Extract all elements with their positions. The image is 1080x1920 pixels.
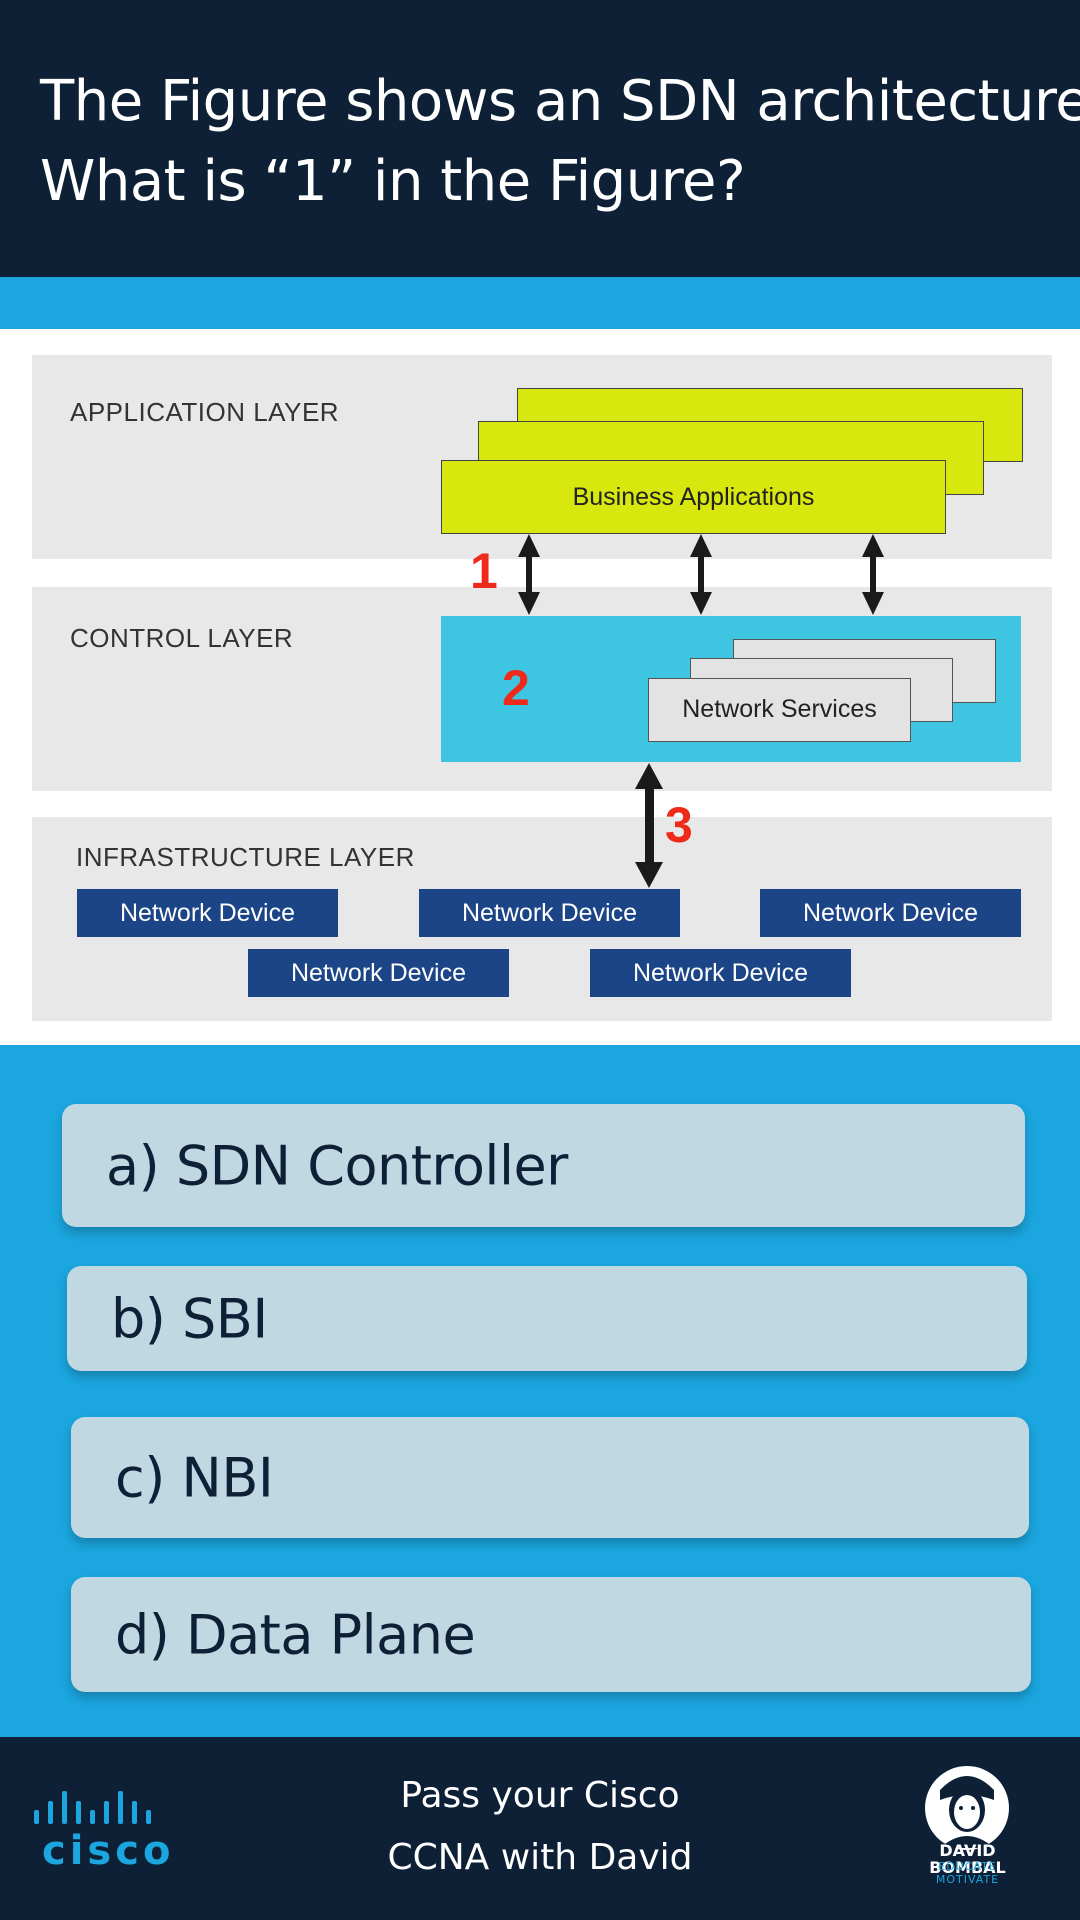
footer-tagline: Pass your Cisco CCNA with David: [340, 1765, 740, 1889]
question-line-2: What is “1” in the Figure?: [40, 149, 746, 214]
cisco-logo-icon: [34, 1791, 151, 1824]
answer-label: d) Data Plane: [115, 1603, 476, 1666]
sdn-diagram: APPLICATION LAYER Business Applications …: [0, 329, 1080, 1045]
david-bombal-logo-icon: [925, 1766, 1009, 1850]
answer-label: a) SDN Controller: [106, 1134, 568, 1197]
marker-3: 3: [665, 797, 693, 853]
footer-line-1: Pass your Cisco: [400, 1775, 680, 1816]
nbi-arrow-left: [518, 534, 540, 615]
network-services-card: Network Services: [648, 678, 911, 742]
answer-option-a[interactable]: a) SDN Controller: [62, 1104, 1025, 1227]
david-bombal-logo-tagline: EDUCATE MOTIVATE: [935, 1860, 1000, 1886]
answer-label: c) NBI: [115, 1446, 274, 1509]
header-accent-bar: [0, 277, 1080, 329]
answer-label: b) SBI: [111, 1287, 268, 1350]
answer-option-d[interactable]: d) Data Plane: [71, 1577, 1031, 1692]
marker-2: 2: [502, 660, 530, 716]
network-device: Network Device: [248, 949, 509, 997]
answer-option-c[interactable]: c) NBI: [71, 1417, 1029, 1538]
network-device: Network Device: [77, 889, 338, 937]
cisco-logo-text: cisco: [42, 1828, 175, 1874]
interface-arrows: [518, 534, 884, 888]
business-applications-card: Business Applications: [441, 460, 946, 534]
infrastructure-layer-title: INFRASTRUCTURE LAYER: [76, 842, 415, 872]
footer: [0, 1737, 1080, 1920]
answer-option-b[interactable]: b) SBI: [67, 1266, 1027, 1371]
network-device: Network Device: [760, 889, 1021, 937]
footer-line-2: CCNA with David: [387, 1837, 693, 1878]
header: [0, 0, 1080, 277]
nbi-arrow-right: [862, 534, 884, 615]
question-text: The Figure shows an SDN architecture. Wh…: [40, 62, 1080, 222]
nbi-arrow-center: [690, 534, 712, 615]
sbi-arrow: [635, 763, 663, 888]
david-bombal-logo-text: DAVID BOMBAL: [929, 1841, 1006, 1877]
question-line-1: The Figure shows an SDN architecture.: [40, 69, 1080, 134]
application-layer-title: APPLICATION LAYER: [70, 397, 340, 427]
marker-1: 1: [470, 543, 498, 599]
control-layer-title: CONTROL LAYER: [70, 623, 294, 653]
network-device: Network Device: [590, 949, 851, 997]
network-device: Network Device: [419, 889, 680, 937]
